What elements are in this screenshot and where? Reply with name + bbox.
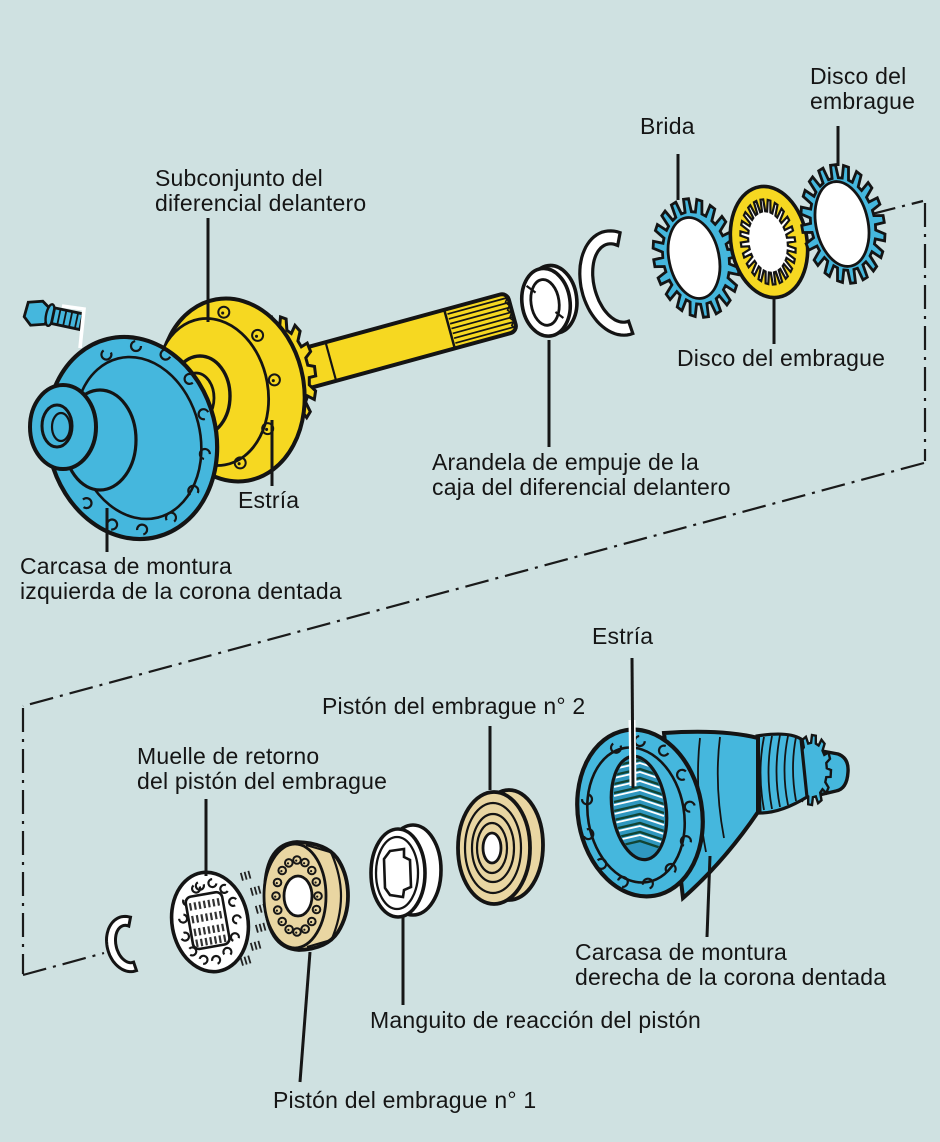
clutch-disc-yellow (728, 184, 810, 300)
left-ring-gear-mount-case (28, 334, 220, 542)
piston-reaction-sleeve (369, 823, 443, 919)
return-springs (188, 897, 228, 948)
shaft-spline-lines (447, 297, 514, 344)
clutch-piston-2 (456, 788, 545, 906)
label-spline-bottom: Estría (592, 623, 654, 649)
piston1-holes (271, 855, 323, 937)
thrust-washer (519, 263, 579, 338)
housing-holes (580, 734, 696, 890)
flange-gear-brida (651, 197, 741, 319)
piston-return-spring (169, 870, 269, 974)
flange-bolt (22, 299, 85, 332)
label-spline-top: Estría (238, 487, 300, 513)
estria-bottom-leader (628, 657, 637, 789)
hub-holes (80, 339, 211, 536)
snap-ring-small (104, 914, 139, 974)
right-ring-gear-mount-case (575, 727, 850, 903)
label-thrust-washer: Arandela de empuje de la caja del difere… (432, 449, 731, 500)
label-clutch-disc-mid: Disco del embrague (677, 345, 886, 371)
label-brida: Brida (640, 113, 695, 139)
clutch-piston-1 (262, 840, 350, 952)
leader-lines (105, 126, 840, 1083)
phantom-axis-line (21, 199, 927, 977)
snap-ring-large (578, 229, 635, 337)
label-clutch-disc-top: Disco del embrague (810, 63, 916, 114)
label-reaction-sleeve: Manguito de reacción del pistón (370, 1007, 701, 1033)
label-piston-2: Pistón del embrague n° 2 (322, 693, 586, 719)
label-left-mount-case: Carcasa de montura izquierda de la coron… (20, 553, 342, 604)
label-piston-1: Pistón del embrague n° 1 (273, 1087, 537, 1113)
label-return-spring: Muelle de retorno del pistón del embragu… (137, 743, 388, 794)
housing-rib-lines (759, 734, 797, 811)
label-right-mount-case: Carcasa de montura derecha de la corona … (575, 939, 887, 990)
bolt-leader-line (61, 304, 86, 349)
front-differential-shaft (294, 292, 518, 390)
clutch-disc-blue (799, 163, 887, 285)
label-subassembly: Subconjunto del diferencial delantero (155, 165, 367, 216)
